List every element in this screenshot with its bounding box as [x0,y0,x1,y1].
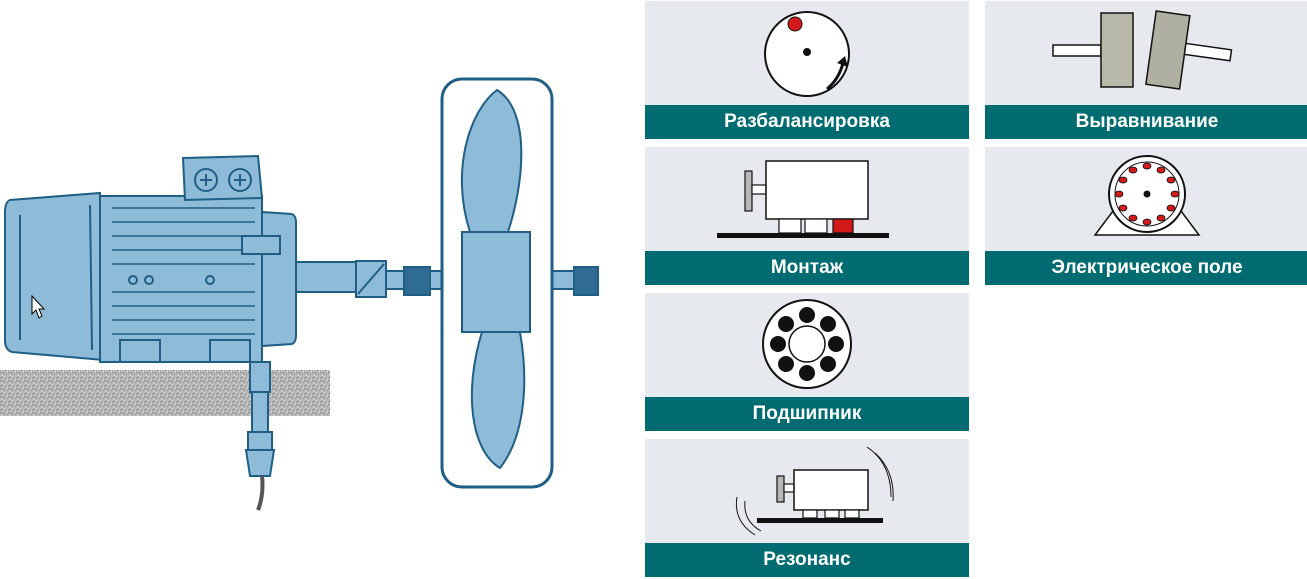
panel-resonance-label: Резонанс [645,543,969,577]
panel-mounting-label: Монтаж [645,251,969,285]
panel-bearing: Подшипник [645,293,969,431]
mouse-cursor-icon [31,294,46,319]
panel-electric-field: Электрическое поле [985,147,1307,285]
panel-resonance: Резонанс [645,439,969,577]
motor-resonance-icon [735,446,894,536]
shaft-alignment-icon [1052,10,1233,90]
rotor-unbalance-icon [764,11,850,97]
bearing-icon [762,299,852,389]
stator-field-icon [1093,155,1201,236]
panel-electric-field-label: Электрическое поле [985,251,1307,285]
panel-bearing-label: Подшипник [645,397,969,431]
panel-alignment-label: Выравнивание [985,105,1307,139]
fan-impeller [440,77,554,489]
foundation-ground [0,370,330,416]
motor-fan-illustration [0,77,599,511]
motor-mounting-icon [717,160,889,238]
panel-alignment: Выравнивание [985,1,1307,139]
panel-mounting: Монтаж [645,147,969,285]
electric-motor [4,154,359,511]
panel-unbalance-label: Разбалансировка [645,105,969,139]
panel-unbalance: Разбалансировка [645,1,969,139]
shaft-coupling [355,260,387,298]
